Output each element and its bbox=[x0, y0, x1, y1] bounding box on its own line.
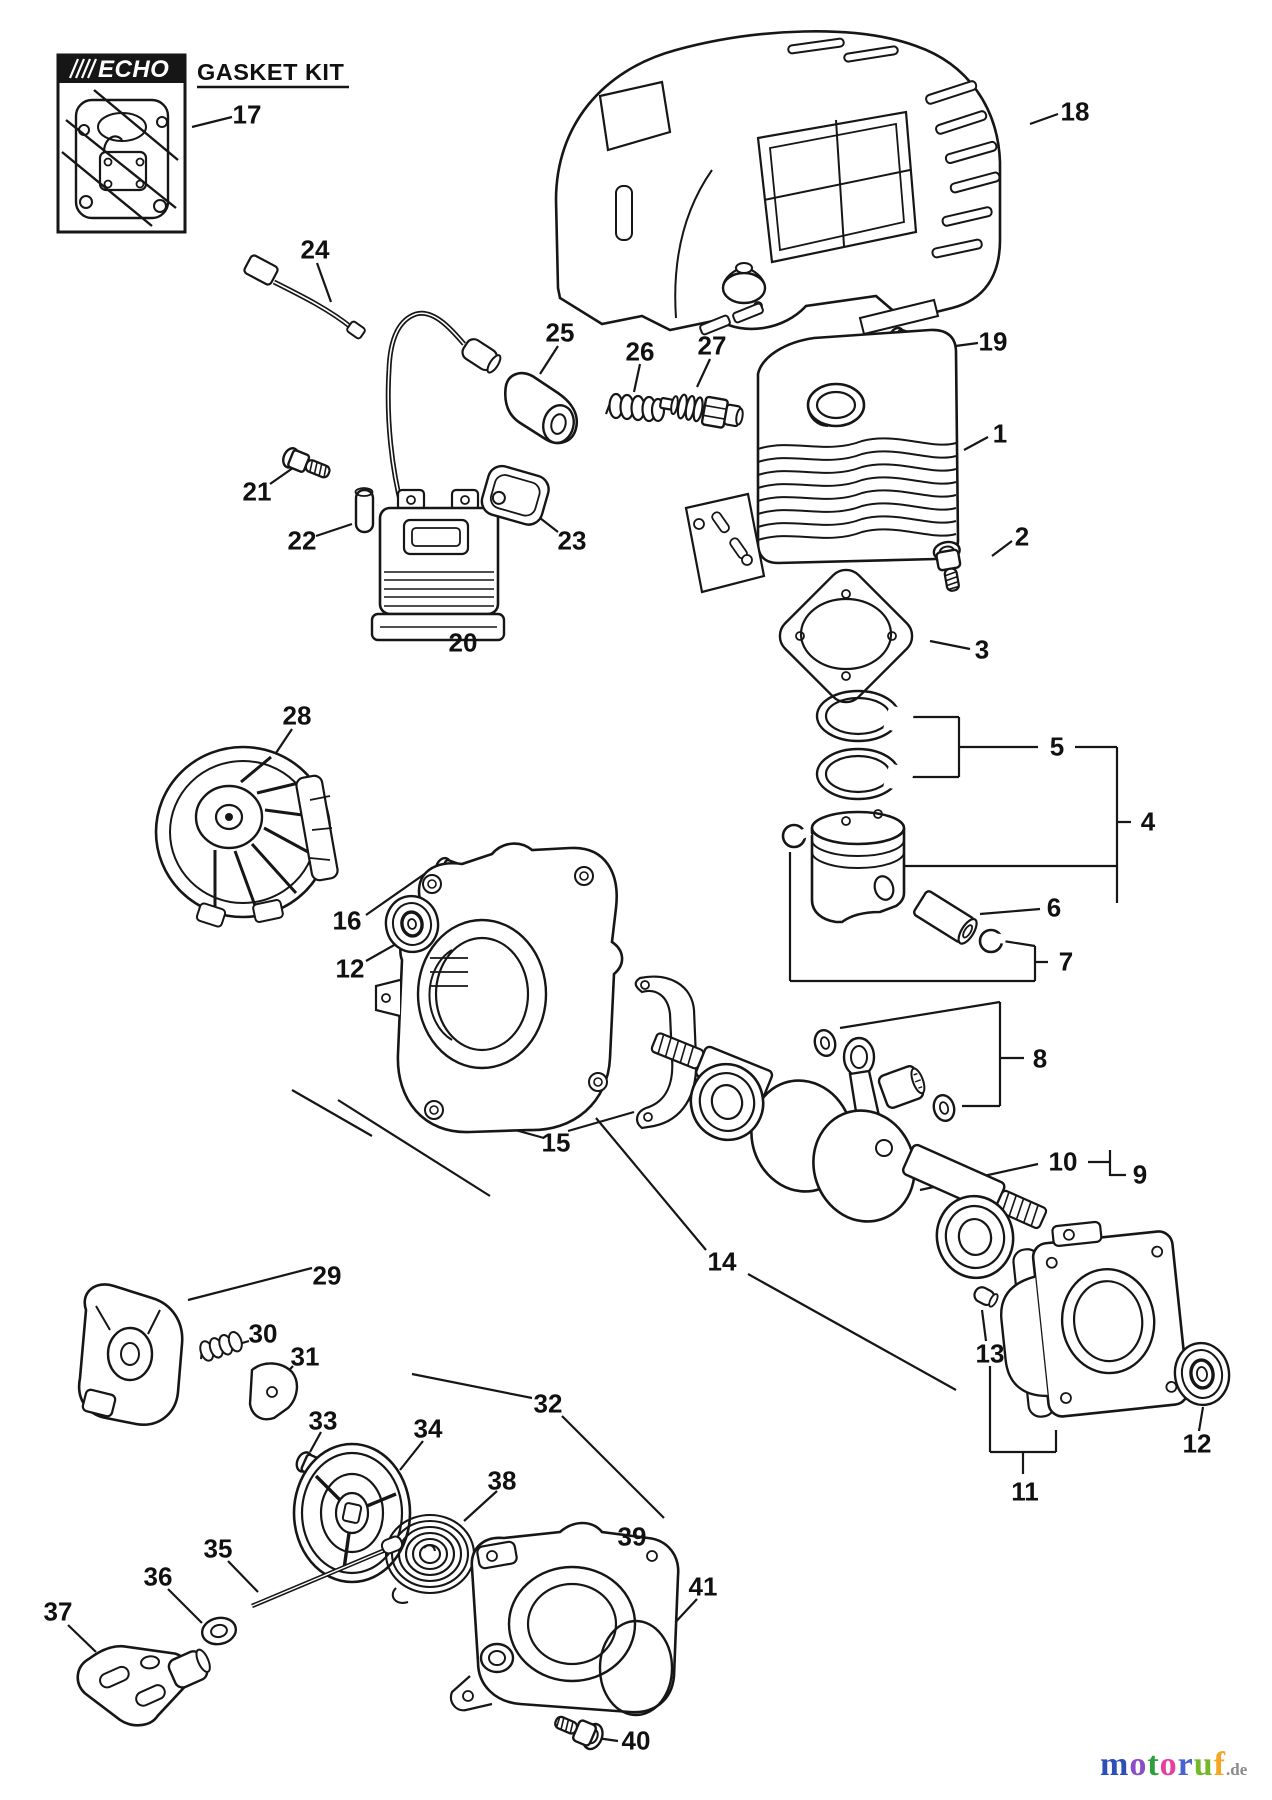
cylinder-gasket-drawing bbox=[772, 562, 919, 709]
part-label-41: 41 bbox=[688, 1571, 718, 1602]
starter-case-drawing bbox=[451, 1523, 678, 1712]
leader-lines bbox=[68, 114, 1203, 1741]
piston-pin-drawing bbox=[913, 890, 980, 947]
part-label-16: 16 bbox=[332, 905, 362, 936]
watermark-suffix: .de bbox=[1226, 1760, 1248, 1779]
starter-pawl-carrier-drawing bbox=[79, 1284, 182, 1424]
part-label-34: 34 bbox=[413, 1413, 443, 1444]
plug-boot-drawing bbox=[495, 370, 585, 447]
watermark-letter: u bbox=[1193, 1746, 1214, 1783]
part-label-22: 22 bbox=[287, 525, 317, 556]
rope-grommet-drawing bbox=[200, 1615, 239, 1648]
recoil-spring-drawing bbox=[386, 1515, 474, 1603]
starter-case-screw-drawing bbox=[549, 1707, 608, 1754]
stop-wire-drawing bbox=[243, 254, 366, 339]
part-label-19: 19 bbox=[978, 326, 1008, 357]
part-label-30: 30 bbox=[248, 1318, 278, 1349]
part-label-36: 36 bbox=[143, 1561, 173, 1592]
starter-rope-drawing bbox=[252, 1535, 404, 1606]
gasket-kit-caption: GASKET KIT bbox=[197, 59, 349, 87]
watermark-letter: o bbox=[1159, 1746, 1178, 1783]
watermark-letter: t bbox=[1147, 1746, 1160, 1783]
crankcase-left-drawing bbox=[376, 844, 622, 1132]
part-label-31: 31 bbox=[290, 1341, 320, 1372]
ignition-coil-drawing bbox=[372, 490, 504, 640]
part-label-27: 27 bbox=[697, 330, 727, 361]
part-label-32: 32 bbox=[533, 1388, 563, 1419]
part-label-15: 15 bbox=[541, 1127, 571, 1158]
watermark-word: motoruf bbox=[1100, 1746, 1226, 1783]
part-label-26: 26 bbox=[625, 336, 655, 367]
part-label-13: 13 bbox=[975, 1338, 1005, 1369]
flywheel-drawing bbox=[156, 747, 339, 928]
watermark-letter: m bbox=[1100, 1746, 1130, 1783]
plug-spring-drawing bbox=[606, 394, 664, 421]
pin-circlips-drawing bbox=[783, 825, 1007, 952]
part-label-38: 38 bbox=[487, 1465, 517, 1496]
part-label-37: 37 bbox=[43, 1596, 73, 1627]
part-label-33: 33 bbox=[308, 1405, 338, 1436]
part-label-9: 9 bbox=[1132, 1159, 1148, 1190]
starter-pawl-drawing bbox=[250, 1363, 297, 1419]
crankcase-right-drawing bbox=[992, 1214, 1189, 1422]
part-label-39: 39 bbox=[617, 1521, 647, 1552]
piston-drawing bbox=[812, 810, 904, 922]
echo-logo-text: ECHO bbox=[98, 56, 169, 83]
part-label-17: 17 bbox=[232, 99, 262, 130]
part-label-10: 10 bbox=[1048, 1146, 1078, 1177]
gasket-kit-drawing bbox=[62, 90, 178, 226]
part-label-8: 8 bbox=[1032, 1043, 1048, 1074]
part-label-12: 12 bbox=[1182, 1428, 1212, 1459]
part-label-7: 7 bbox=[1058, 946, 1074, 977]
dowel-pin-drawing bbox=[972, 1285, 999, 1309]
watermark-letter: o bbox=[1129, 1746, 1148, 1783]
main-bearing-left-drawing bbox=[682, 1056, 771, 1148]
part-label-23: 23 bbox=[557, 525, 587, 556]
part-label-28: 28 bbox=[282, 700, 312, 731]
part-label-24: 24 bbox=[300, 234, 330, 265]
starter-decal-ring-drawing bbox=[600, 1621, 672, 1715]
spark-plug-drawing bbox=[658, 389, 745, 431]
part-label-20: 20 bbox=[448, 627, 478, 658]
part-label-5: 5 bbox=[1049, 731, 1065, 762]
watermark-letter: f bbox=[1213, 1746, 1226, 1783]
spark-plug-wire-drawing bbox=[388, 313, 503, 508]
cylinder-bolt-drawing bbox=[931, 538, 968, 594]
part-label-6: 6 bbox=[1046, 892, 1062, 923]
part-label-18: 18 bbox=[1060, 96, 1090, 127]
part-label-4: 4 bbox=[1140, 806, 1156, 837]
part-label-2: 2 bbox=[1014, 521, 1030, 552]
pawl-spring-drawing bbox=[196, 1330, 244, 1363]
crankcase-gasket-drawing bbox=[636, 977, 696, 1128]
watermark-motoruf: motoruf.de bbox=[1100, 1748, 1247, 1787]
engine-cover-drawing bbox=[556, 31, 1000, 334]
switch-drawing bbox=[479, 463, 552, 528]
part-label-25: 25 bbox=[545, 317, 575, 348]
watermark-letter: r bbox=[1177, 1746, 1194, 1783]
part-label-3: 3 bbox=[974, 634, 990, 665]
main-bearing-right-drawing bbox=[929, 1189, 1020, 1285]
starter-handle-drawing bbox=[75, 1637, 218, 1731]
gasket-kit-box: ECHO bbox=[58, 55, 185, 232]
part-label-12: 12 bbox=[335, 953, 365, 984]
crankshaft-oil-seal-right-drawing bbox=[1171, 1340, 1233, 1409]
part-label-1: 1 bbox=[992, 418, 1008, 449]
part-label-35: 35 bbox=[203, 1533, 233, 1564]
cylinder-drawing bbox=[686, 303, 958, 592]
crankshaft-oil-seal-left-drawing bbox=[382, 892, 443, 956]
part-label-21: 21 bbox=[242, 476, 272, 507]
piston-rings-drawing bbox=[817, 691, 915, 799]
part-label-40: 40 bbox=[621, 1725, 651, 1756]
coil-screw-drawing bbox=[279, 444, 334, 484]
gasket-kit-caption-text: GASKET KIT bbox=[197, 59, 344, 85]
spacer-tube-drawing bbox=[356, 488, 374, 532]
part-label-29: 29 bbox=[312, 1260, 342, 1291]
part-label-14: 14 bbox=[707, 1246, 737, 1277]
part-label-11: 11 bbox=[1011, 1476, 1039, 1507]
rod-bearing-kit-drawing bbox=[812, 1028, 957, 1123]
rope-pulley-drawing bbox=[294, 1444, 410, 1582]
echo-logo-stripes-icon bbox=[70, 59, 96, 78]
